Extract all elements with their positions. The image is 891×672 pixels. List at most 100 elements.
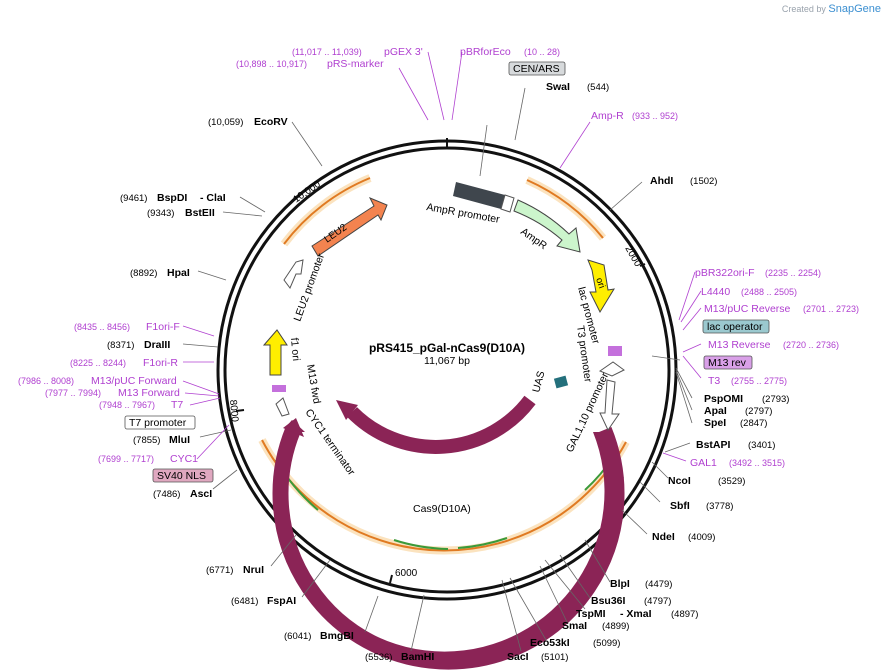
restriction-sites: SwaI AhdI PspOMI ApaI SpeI BstAPI NcoI S… [144,81,743,663]
svg-text:(10,898 .. 10,917): (10,898 .. 10,917) [236,59,307,69]
label-lac-operator: lac operator [707,321,763,333]
gal-promoter-feature [599,379,620,432]
svg-text:(3492 .. 3515): (3492 .. 3515) [729,458,785,468]
site-ahdi: AhdI [650,175,673,187]
svg-text:(2701 .. 2723): (2701 .. 2723) [803,304,859,314]
site-bstapi: BstAPI [696,439,731,451]
svg-text:(9461): (9461) [120,193,147,204]
svg-text:(4009): (4009) [688,532,715,543]
svg-text:(1502): (1502) [690,176,717,187]
svg-text:(10 .. 28): (10 .. 28) [524,47,560,57]
primer-ranges: (11,017 .. 11,039) (10,898 .. 10,917) (1… [18,47,859,468]
svg-text:(544): (544) [587,82,609,93]
site-swai: SwaI [546,81,570,93]
cen-ars-feature [453,182,505,209]
plasmid-length: 11,067 bp [424,355,470,367]
orf-line-leu2 [283,177,371,245]
leu2-promoter-feature [283,259,304,289]
primer-t7: T7 [171,399,183,411]
svg-text:(6771): (6771) [206,565,233,576]
svg-text:(4899): (4899) [602,621,629,632]
primer-m13-reverse: M13 Reverse [708,339,771,351]
label-cas9: Cas9 [437,468,462,480]
site-tspmi: TspMI [576,608,606,620]
orf-line-cas9 [261,439,627,552]
label-m13-fwd: M13 fwd [304,363,323,404]
svg-text:(6041): (6041) [284,631,311,642]
svg-text:(8892): (8892) [130,268,157,279]
primer-f1ori-f: F1ori-F [146,321,180,333]
label-cas9-d10a: Cas9(D10A) [413,503,471,515]
cyc1-terminator-feature [275,397,290,417]
leader-lines [182,87,693,652]
svg-text:(10,059): (10,059) [208,117,243,128]
site-ecorv: EcoRV [254,116,288,128]
label-cen-ars: CEN/ARS [513,63,560,75]
tick-label-6000: 6000 [395,568,418,579]
site-saci: SacI [507,651,529,663]
credit-prefix: Created by [781,4,826,14]
label-m13-rev: M13 rev [708,357,747,369]
cas9-d10a-band [272,426,625,670]
site-eco53ki: Eco53kI [530,637,570,649]
svg-text:(11,017 .. 11,039): (11,017 .. 11,039) [292,47,362,57]
svg-text:(7977 .. 7994): (7977 .. 7994) [45,388,101,398]
primer-pbr322ori-f: pBR322ori-F [695,267,755,279]
site-clai: - ClaI [200,192,226,204]
boxed-labels: CEN/ARS lac operator M13 rev T7 promoter… [124,61,770,483]
site-bsteii: BstEII [185,207,215,219]
orf-band-cas9 [258,438,630,555]
label-ampr: AmpR [518,226,549,253]
site-smai: SmaI [562,620,587,632]
svg-text:(3778): (3778) [706,501,733,512]
svg-text:(2755 .. 2775): (2755 .. 2775) [731,376,787,386]
plasmid-name: pRS415_pGal-nCas9(D10A) [369,341,525,355]
primer-pgex3: pGEX 3' [384,46,423,58]
ori-feature [587,259,615,314]
cas9-arc [347,395,536,454]
backbone-inner-ring [223,146,671,594]
site-bamhi: BamHI [401,651,434,663]
site-pspomi: PspOMI [704,393,743,405]
site-ndei: NdeI [652,531,675,543]
svg-text:(2488 .. 2505): (2488 .. 2505) [741,287,797,297]
t3-promoter-feature [598,361,625,377]
svg-text:(2847): (2847) [740,418,767,429]
svg-text:(7486): (7486) [153,489,180,500]
primer-amp-r: Amp-R [591,110,624,122]
label-t7-promoter: T7 promoter [129,417,187,429]
site-mlui: MluI [169,434,190,446]
site-bsu36i: Bsu36I [591,595,626,607]
svg-text:(3401): (3401) [748,440,775,451]
primer-f1ori-r: F1ori-R [143,357,178,369]
svg-text:(7699 .. 7717): (7699 .. 7717) [98,454,154,464]
site-apai: ApaI [704,405,727,417]
site-ncoi: NcoI [668,475,691,487]
svg-text:(4897): (4897) [671,609,698,620]
orf-band-ampr [525,176,607,241]
svg-text:(7986 .. 8008): (7986 .. 8008) [18,376,74,386]
svg-text:(8225 .. 8244): (8225 .. 8244) [70,358,126,368]
restriction-site-positions: (544) (1502) (2793) (2797) (2847) (3401)… [107,82,789,663]
svg-text:(2235 .. 2254): (2235 .. 2254) [765,268,821,278]
site-fspai: FspAI [267,595,296,607]
svg-text:(9343): (9343) [147,208,174,219]
site-hpai: HpaI [167,267,190,279]
site-asci: AscI [190,488,212,500]
svg-text:(4797): (4797) [644,596,671,607]
site-blpi: BlpI [610,578,630,590]
label-ori: ori [593,276,607,290]
snapgene-credit: Created by SnapGene [782,3,881,15]
svg-text:(7855): (7855) [133,435,160,446]
primer-prs-marker: pRS-marker [327,58,384,70]
primer-labels: pGEX 3' pRS-marker pBRforEco Amp-R pBR32… [91,46,791,469]
svg-text:(8435 .. 8456): (8435 .. 8456) [74,322,130,332]
ampr-feature [513,199,581,253]
primer-m13puc-forward: M13/pUC Forward [91,375,177,387]
svg-text:(933 .. 952): (933 .. 952) [632,111,678,121]
primer-cyc1: CYC1 [170,453,198,465]
primer-pbrforeco: pBRforEco [460,46,511,58]
site-spei: SpeI [704,417,726,429]
svg-text:(2720 .. 2736): (2720 .. 2736) [783,340,839,350]
svg-text:(2793): (2793) [762,394,789,405]
